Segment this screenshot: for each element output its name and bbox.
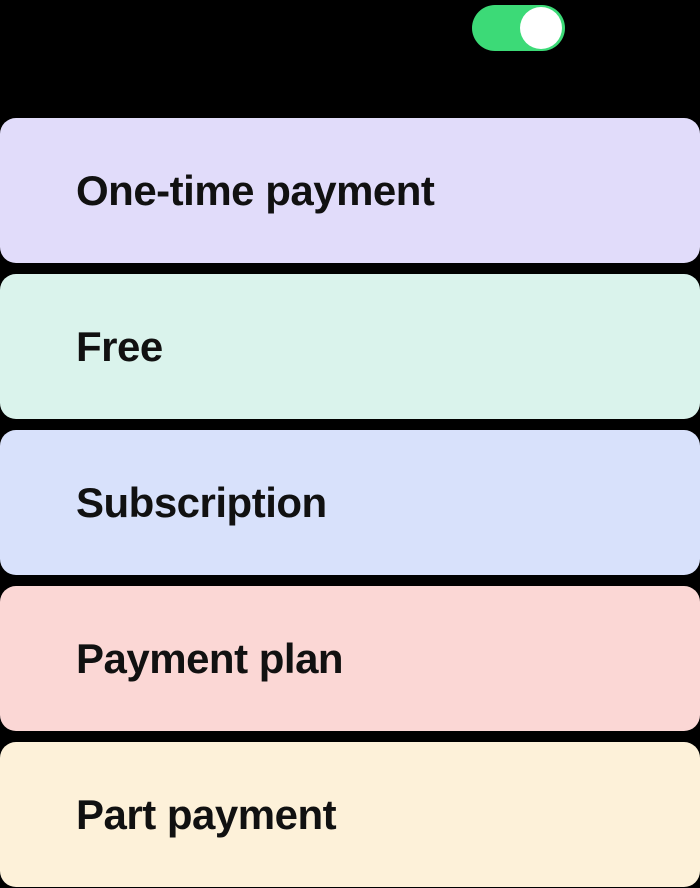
payment-type-options: One-time payment Free Subscription Payme… — [0, 118, 700, 887]
toggle-switch[interactable] — [472, 5, 565, 51]
option-card-part-payment[interactable]: Part payment — [0, 742, 700, 887]
option-card-payment-plan[interactable]: Payment plan — [0, 586, 700, 731]
option-card-free[interactable]: Free — [0, 274, 700, 419]
option-card-one-time-payment[interactable]: One-time payment — [0, 118, 700, 263]
option-label: Subscription — [76, 478, 327, 526]
option-label: One-time payment — [76, 166, 435, 214]
option-label: Part payment — [76, 790, 337, 838]
toggle-knob — [520, 7, 562, 49]
option-card-subscription[interactable]: Subscription — [0, 430, 700, 575]
option-label: Free — [76, 322, 163, 370]
option-label: Payment plan — [76, 634, 344, 682]
